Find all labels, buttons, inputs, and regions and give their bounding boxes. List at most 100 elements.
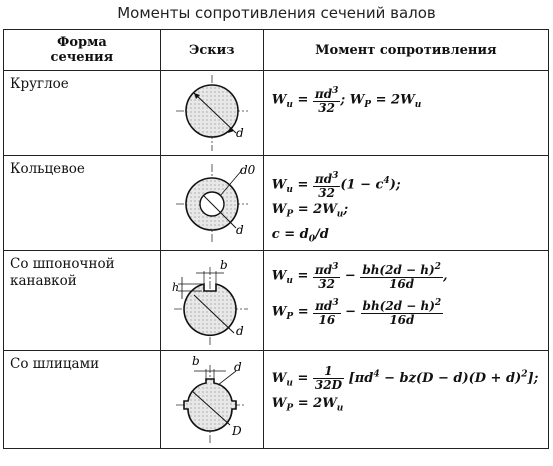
w-u: W (271, 177, 287, 193)
round-section-icon: d (175, 75, 248, 151)
d-label: d (236, 324, 244, 338)
w-u: W (400, 92, 415, 108)
sketch-round: d (159, 70, 264, 156)
sub-u: и (414, 100, 422, 111)
eq: = 2 (371, 92, 401, 108)
numerator: πd (314, 87, 333, 101)
denominator: 16d (389, 313, 415, 328)
numerator: πd (314, 263, 333, 277)
w-u: W (271, 371, 287, 386)
header-form-line2: сечения (50, 50, 114, 65)
denominator: 32 (318, 277, 335, 291)
keyway-section-icon: b h d (172, 258, 248, 345)
sketch-splined: b d D (159, 350, 264, 449)
exp: 2 (521, 369, 528, 380)
fraction: bh(2d − h)2 16d (360, 261, 443, 291)
row-name-line1: Со шпоночной (10, 256, 115, 272)
header-form: Форма сечения (3, 29, 161, 71)
sub-p: P (364, 100, 372, 111)
sep: ; (340, 92, 350, 108)
d-label: d (236, 223, 244, 237)
exp: 3 (332, 262, 339, 272)
table-row: Со шпоночной канавкой b h d (3, 250, 550, 351)
numerator: bh(2d − h) (362, 263, 435, 277)
d-label: d (236, 126, 244, 140)
exp: 4 (383, 176, 390, 187)
sub-u: и (336, 209, 344, 220)
sub-u: и (336, 403, 344, 414)
exp: 2 (434, 262, 441, 272)
sub-u: и (286, 185, 293, 196)
comma: , (442, 268, 448, 284)
w-p: W (271, 304, 287, 320)
D-label: D (231, 424, 242, 438)
c-eq: c = d (271, 226, 309, 242)
exp: 3 (332, 298, 339, 309)
eq: = 2 (293, 202, 323, 218)
row-name: Круглое (3, 70, 161, 156)
sub-u: и (286, 100, 293, 111)
row-name: Кольцевое (3, 155, 161, 251)
sub-u: и (286, 276, 293, 287)
splined-section-icon: b d D (175, 354, 246, 443)
numerator: πd (314, 172, 333, 186)
row-name: Со шпоночной канавкой (3, 250, 161, 351)
denominator: 16 (318, 313, 336, 328)
w-u: W (271, 92, 287, 108)
sketch-keyway: b h d (159, 250, 264, 351)
w-u: W (322, 202, 337, 218)
bracket-mid: − bz(D − d)(D + d) (379, 371, 522, 386)
minus: − (340, 268, 361, 284)
sub-0: 0 (308, 234, 316, 245)
header-moment: Момент сопротивления (262, 29, 550, 71)
header-sketch: Эскиз (159, 29, 264, 71)
row-name-line2: канавкой (10, 273, 77, 289)
w-u: W (271, 268, 287, 284)
denominator: 32 (318, 101, 335, 115)
b-label: b (220, 258, 228, 272)
eq: = 2 (293, 395, 323, 411)
h-label: h (172, 281, 179, 294)
bracket: [πd (348, 371, 374, 386)
b-label: b (192, 354, 200, 368)
denominator: 32D (314, 378, 343, 392)
w-p: W (271, 395, 287, 411)
w-u: W (322, 395, 337, 411)
fraction: πd3 32 (312, 170, 341, 200)
minus: − (340, 304, 361, 320)
bracket-end: ]; (527, 371, 539, 386)
denominator: 16d (389, 277, 415, 291)
header-row: Форма сечения Эскиз Момент сопротивления (3, 29, 550, 71)
sub-p: P (286, 209, 294, 220)
exp: 3 (332, 171, 339, 181)
annular-section-icon: d0 d (175, 163, 256, 244)
fraction: πd3 16 (313, 297, 341, 328)
tail: ); (389, 177, 401, 193)
page-title: Моменты сопротивления сечений валов (117, 4, 436, 22)
sub-p: P (286, 312, 294, 323)
row-name: Со шлицами (3, 350, 161, 449)
numerator: πd (315, 299, 333, 314)
w-p: W (271, 202, 287, 218)
exp: 4 (373, 369, 380, 380)
d-label: d (234, 360, 242, 374)
tail: (1 − c (340, 177, 384, 193)
denominator: 32 (318, 186, 335, 200)
w-p: W (349, 92, 365, 108)
c-tail: /d (315, 226, 329, 242)
sub-p: P (286, 403, 294, 414)
d0-label: d0 (240, 163, 256, 177)
sub-u: и (286, 378, 293, 389)
sketch-annular: d0 d (159, 155, 264, 251)
fraction: πd3 32 (312, 261, 341, 291)
